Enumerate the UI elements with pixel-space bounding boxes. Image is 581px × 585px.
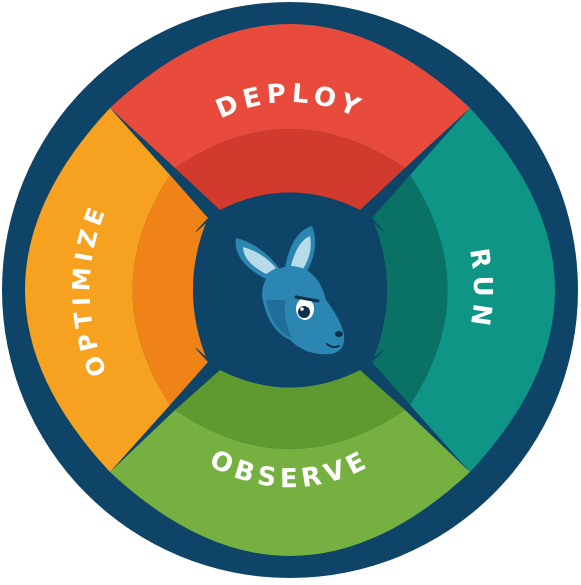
segment-run[interactable] [410, 108, 555, 472]
kangaroo-mascot-icon [235, 226, 345, 355]
segment-deploy[interactable] [110, 24, 470, 168]
segment-deploy-inner [175, 129, 405, 210]
label-run: RUN [463, 246, 497, 333]
segment-run-inner [372, 175, 448, 405]
segment-optimize-inner [132, 175, 208, 405]
segment-optimize[interactable] [25, 108, 170, 472]
segment-observe-inner [175, 370, 405, 449]
segment-observe[interactable] [110, 410, 470, 556]
